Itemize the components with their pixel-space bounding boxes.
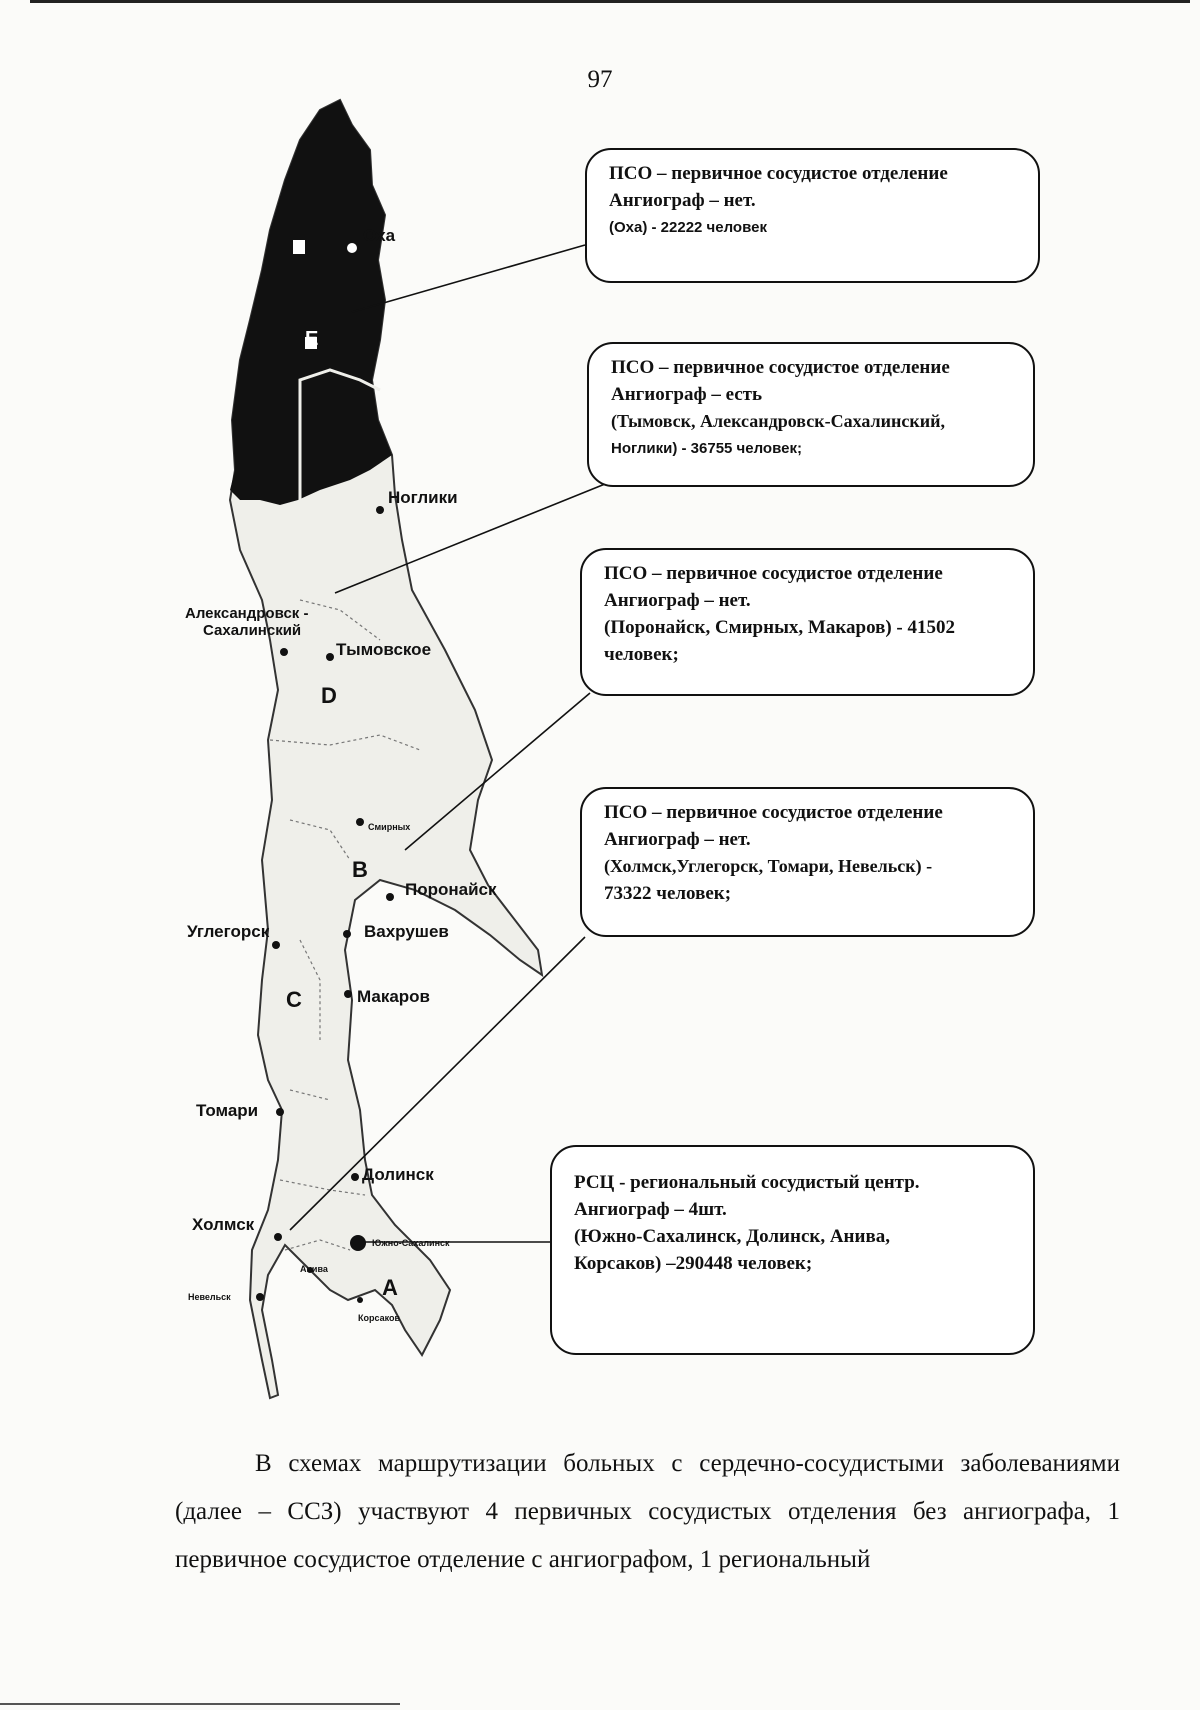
- callout-title: ПСО – первичное сосудистое отделение: [609, 163, 948, 184]
- city-label-makarov: Макаров: [357, 987, 431, 1006]
- city-markers: [256, 240, 394, 1303]
- top-rule: [30, 0, 1190, 3]
- city-label-korsakov: Корсаков: [358, 1313, 401, 1323]
- city-label-dolinsk: Долинск: [362, 1165, 434, 1184]
- callout-kholmsk: ПСО – первичное сосудистое отделение Анг…: [580, 787, 1035, 937]
- callout-cities-population: (Поронайск, Смирных, Макаров) - 41502 че…: [604, 617, 956, 665]
- zone-label-b: B: [352, 857, 368, 882]
- callout-angiograph: Ангиограф – есть: [611, 384, 763, 405]
- city-label-vakhrushev: Вахрушев: [364, 922, 449, 941]
- callout-angiograph: Ангиограф – нет.: [604, 590, 751, 611]
- leader-lines: [289, 244, 606, 1243]
- callout-title: ПСО – первичное сосудистое отделение: [611, 357, 950, 378]
- callout-angiograph: Ангиограф – 4шт.: [574, 1199, 727, 1220]
- callout-angiograph: Ангиограф – нет.: [609, 190, 756, 211]
- bottom-rule: [0, 1703, 400, 1705]
- callout-title: РСЦ - региональный сосудистый центр.: [574, 1172, 920, 1193]
- callout-population: Ноглики) - 36755 человек;: [611, 440, 802, 457]
- zone-label-a: A: [382, 1275, 398, 1300]
- page-number: 97: [587, 66, 613, 93]
- callout-cities: (Холмск,Углегорск, Томари, Невельск) -: [604, 856, 933, 876]
- callout-population: Корсаков) –290448 человек;: [574, 1253, 813, 1274]
- callout-cities: (Южно-Сахалинск, Долинск, Анива,: [574, 1226, 890, 1247]
- city-label-uglegorsk: Углегорск: [187, 922, 270, 941]
- city-label-okha: Оха: [363, 226, 396, 245]
- city-label-smirnykh: Смирных: [368, 822, 411, 832]
- callout-okha: ПСО – первичное сосудистое отделение Анг…: [585, 148, 1040, 283]
- callout-yuzhno: РСЦ - региональный сосудистый центр. Анг…: [550, 1145, 1035, 1355]
- zone-label-e: E: [305, 328, 319, 350]
- callout-cities: (Тымовск, Александровск-Сахалинский,: [611, 411, 945, 431]
- city-label-tomari: Томари: [196, 1101, 259, 1120]
- city-label-poronaysk: Поронайск: [405, 880, 497, 899]
- callout-title: ПСО – первичное сосудистое отделение: [604, 802, 943, 823]
- city-label-kholmsk: Холмск: [192, 1215, 255, 1234]
- city-label-tymovskoe: Тымовское: [336, 640, 432, 659]
- zone-label-c: C: [286, 987, 302, 1012]
- city-label-aleksandrovsk-1: Александровск -: [185, 605, 309, 622]
- callout-poronaysk: ПСО – первичное сосудистое отделение Анг…: [580, 548, 1035, 696]
- zone-e-region: [230, 100, 392, 505]
- callout-population: 73322 человек;: [604, 883, 732, 904]
- callout-tymovsk: ПСО – первичное сосудистое отделение Анг…: [587, 342, 1035, 487]
- callout-population: (Оха) - 22222 человек: [609, 219, 767, 236]
- zone-label-d: D: [321, 683, 337, 708]
- body-paragraph: В схемах маршрутизации больных с сердечн…: [175, 1450, 1120, 1573]
- district-borders: [269, 599, 421, 1251]
- city-label-aleksandrovsk-2: Сахалинский: [203, 622, 302, 639]
- city-label-nogliki: Ноглики: [388, 488, 458, 507]
- city-label-nevelsk: Невельск: [188, 1292, 231, 1302]
- callout-angiograph: Ангиограф – нет.: [604, 829, 751, 850]
- city-label-aniva: Анива: [300, 1264, 328, 1274]
- city-label-yuzhno: Южно-Сахалинск: [372, 1238, 450, 1248]
- callout-title: ПСО – первичное сосудистое отделение: [604, 563, 943, 584]
